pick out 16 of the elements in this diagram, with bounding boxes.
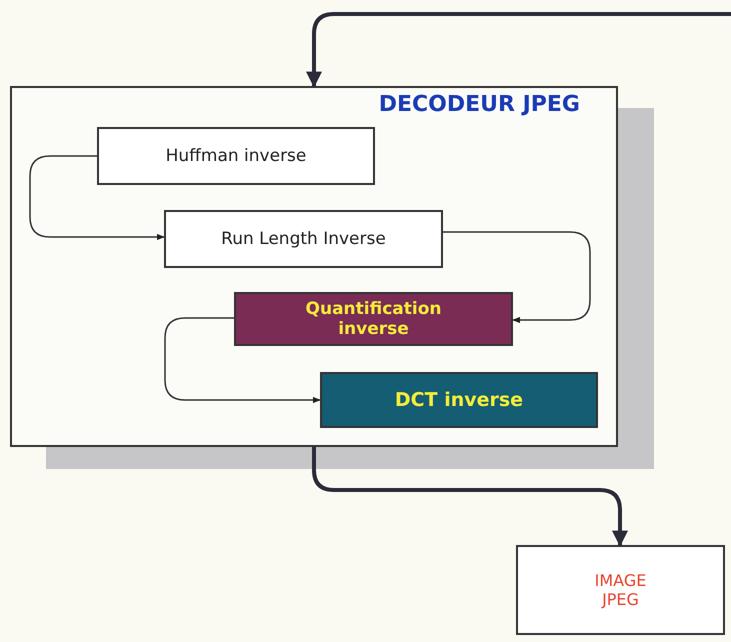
arrow <box>29 155 165 240</box>
arrow <box>164 317 321 404</box>
box-label: DCT inverse <box>394 388 524 412</box>
output-box <box>516 545 725 635</box>
box-label: Run Length Inverse <box>220 228 387 250</box>
arrow <box>306 12 731 88</box>
process-box <box>320 372 598 428</box>
process-box <box>234 292 513 346</box>
box-label: Quantification inverse <box>304 298 442 340</box>
box-label: IMAGE JPEG <box>594 570 648 610</box>
arrow <box>312 447 628 547</box>
panel-title: DECODEUR JPEG <box>378 92 580 117</box>
process-box <box>164 210 443 268</box>
arrow <box>443 231 591 324</box>
box-label: Huffman inverse <box>166 146 306 166</box>
process-box <box>97 127 375 185</box>
